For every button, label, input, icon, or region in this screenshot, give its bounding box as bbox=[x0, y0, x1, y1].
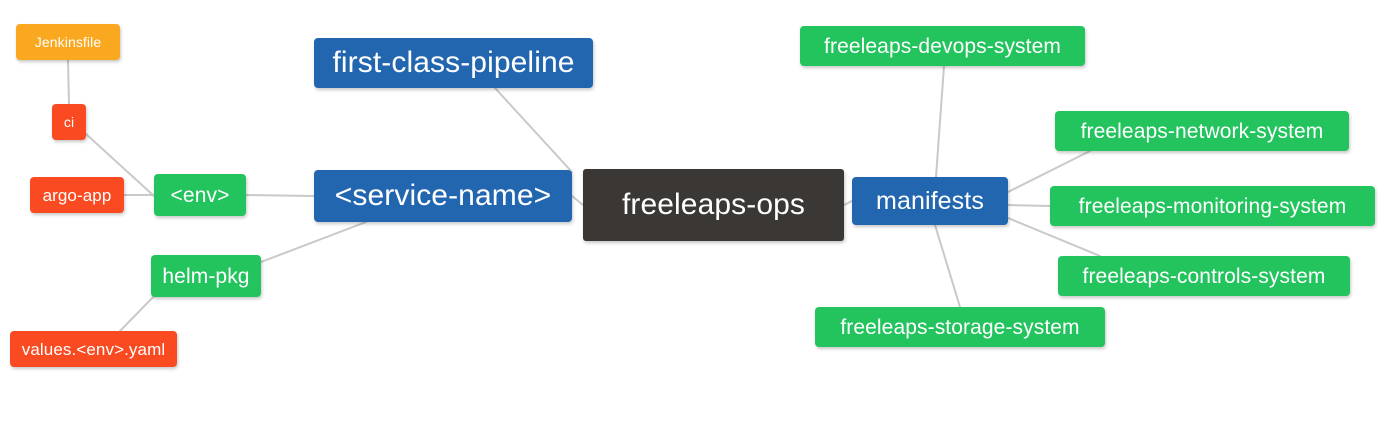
node-label: argo-app bbox=[42, 185, 112, 205]
edge-manifests-to-freeleaps-storage-system bbox=[934, 224, 961, 308]
node-label: helm-pkg bbox=[162, 264, 250, 288]
node-label: freeleaps-controls-system bbox=[1082, 264, 1326, 288]
node-label: Jenkinsfile bbox=[34, 34, 102, 50]
edge-service-name-to-freeleaps-ops bbox=[571, 195, 584, 206]
node-jenkinsfile[interactable]: Jenkinsfile bbox=[16, 24, 120, 60]
node-label: ci bbox=[63, 114, 75, 130]
node-freeleaps-devops-system[interactable]: freeleaps-devops-system bbox=[800, 26, 1085, 66]
edge-manifests-to-freeleaps-devops-system bbox=[935, 65, 945, 178]
edge-env-to-service-name bbox=[245, 194, 315, 197]
node-label: first-class-pipeline bbox=[332, 46, 575, 79]
node-env[interactable]: <env> bbox=[154, 174, 246, 216]
node-freeleaps-storage-system[interactable]: freeleaps-storage-system bbox=[815, 307, 1105, 347]
edge-manifests-to-freeleaps-monitoring-system bbox=[1007, 204, 1051, 207]
node-ci[interactable]: ci bbox=[52, 104, 86, 140]
node-label: <service-name> bbox=[334, 179, 552, 212]
node-values-env-yaml[interactable]: values.<env>.yaml bbox=[10, 331, 177, 367]
node-first-class-pipeline[interactable]: first-class-pipeline bbox=[314, 38, 593, 88]
node-helm-pkg[interactable]: helm-pkg bbox=[151, 255, 261, 297]
node-label: freeleaps-ops bbox=[621, 188, 806, 221]
node-label: values.<env>.yaml bbox=[21, 339, 166, 359]
node-manifests[interactable]: manifests bbox=[852, 177, 1008, 225]
edge-freeleaps-ops-to-manifests bbox=[843, 200, 853, 206]
node-argo-app[interactable]: argo-app bbox=[30, 177, 124, 213]
node-label: <env> bbox=[170, 183, 230, 207]
node-freeleaps-network-system[interactable]: freeleaps-network-system bbox=[1055, 111, 1349, 151]
node-label: manifests bbox=[876, 186, 984, 215]
node-label: freeleaps-storage-system bbox=[840, 315, 1080, 339]
node-freeleaps-monitoring-system[interactable]: freeleaps-monitoring-system bbox=[1050, 186, 1375, 226]
node-label: freeleaps-devops-system bbox=[824, 34, 1061, 58]
node-freeleaps-ops[interactable]: freeleaps-ops bbox=[583, 169, 844, 241]
node-label: freeleaps-monitoring-system bbox=[1078, 194, 1347, 218]
node-freeleaps-controls-system[interactable]: freeleaps-controls-system bbox=[1058, 256, 1350, 296]
node-service-name[interactable]: <service-name> bbox=[314, 170, 572, 222]
edge-service-name-to-helm-pkg bbox=[260, 221, 367, 263]
edge-jenkinsfile-to-ci bbox=[67, 59, 70, 105]
node-label: freeleaps-network-system bbox=[1080, 119, 1324, 143]
edge-service-name-to-first-class-pipeline bbox=[494, 87, 573, 173]
